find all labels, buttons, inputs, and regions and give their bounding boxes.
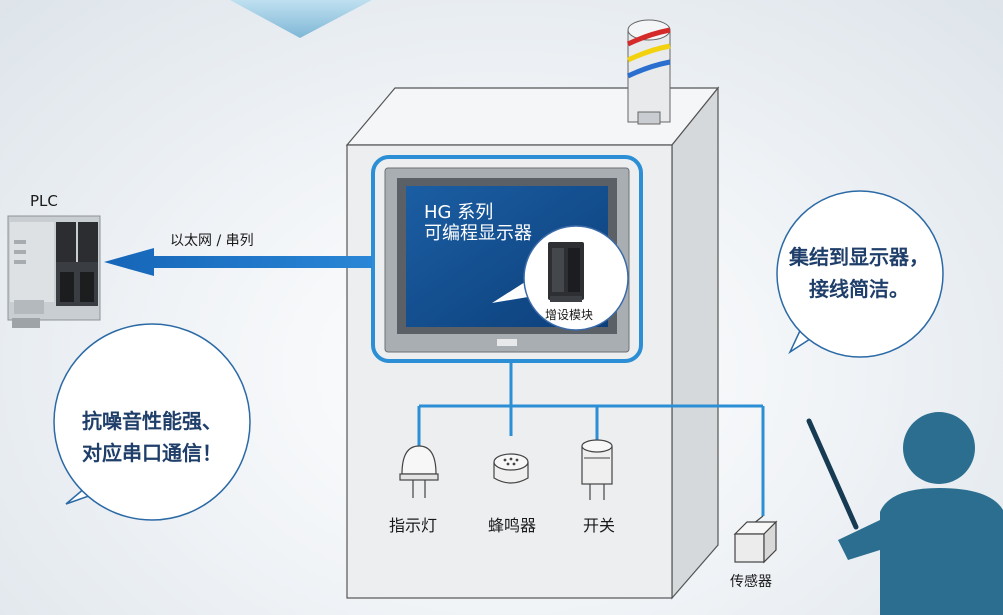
presenter-icon (806, 412, 1003, 615)
switch-icon (581, 439, 613, 500)
right-bubble-line1: 集结到显示器， (789, 245, 929, 269)
right-bubble-text: 集结到显示器， 接线简洁。 (774, 241, 944, 305)
module-label: 增设模块 (545, 308, 594, 322)
plc-unit (7, 215, 101, 328)
device-wiring (417, 361, 765, 516)
signal-tower (626, 19, 671, 125)
switch-label: 开关 (583, 516, 616, 535)
left-bubble-text: 抗噪音性能强、 对应串口通信！ (54, 405, 250, 469)
buzzer-label: 蜂鸣器 (488, 516, 537, 535)
top-decor-triangle (230, 0, 372, 38)
right-speech-bubble (776, 190, 944, 358)
connection-arrow (104, 248, 372, 276)
connection-label: 以太网 / 串列 (170, 233, 254, 249)
sensor-label: 传感器 (730, 574, 772, 590)
left-speech-bubble (53, 323, 251, 521)
hmi-title-line1: HG 系列 (424, 202, 494, 223)
right-bubble-line2: 接线简洁。 (809, 277, 909, 301)
sensor-icon (733, 515, 778, 564)
left-bubble-line1: 抗噪音性能强、 (82, 409, 222, 433)
indicator-lamp-icon (399, 445, 439, 498)
indicator-lamp-label: 指示灯 (389, 516, 438, 535)
left-bubble-line2: 对应串口通信！ (82, 441, 222, 465)
module-callout (492, 225, 629, 331)
hmi-title-line2: 可编程显示器 (424, 223, 532, 244)
plc-label: PLC (30, 192, 58, 210)
buzzer-icon (493, 453, 529, 484)
